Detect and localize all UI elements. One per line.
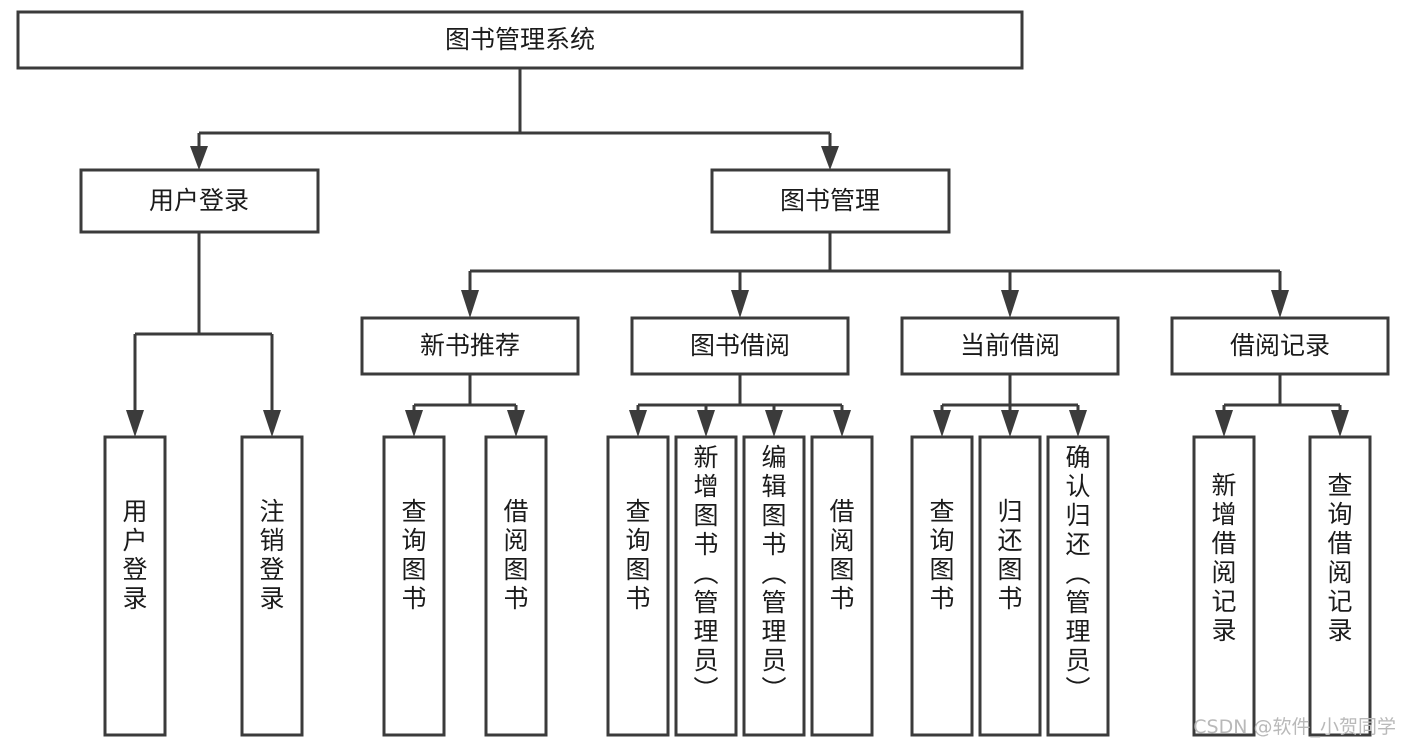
arrow-head-book-borrow [731, 290, 749, 318]
node-user-login[interactable]: 用户登录 [79, 168, 320, 234]
leaf-current-borrow-2-label: 归还图书 [997, 497, 1022, 613]
arrow-head-leaf-book-borrow-1 [629, 410, 647, 437]
node-root-box[interactable] [16, 10, 1024, 70]
leaf-book-borrow-3-label: 编辑图书︵管理员︶ [761, 443, 786, 704]
arrow-head-current-borrow [1001, 290, 1019, 318]
leaf-borrow-record-1[interactable]: 新增借阅记录 [1192, 435, 1256, 737]
node-book-borrow-box[interactable] [630, 316, 850, 376]
leaf-book-borrow-1-label: 查询图书 [625, 497, 650, 613]
arrow-head-leaf-book-borrow-3 [765, 410, 783, 437]
leaf-user-login-1-label: 用户登录 [122, 497, 147, 613]
leaf-book-borrow-3[interactable]: 编辑图书︵管理员︶ [742, 435, 806, 737]
node-new-book-recommend-box[interactable] [360, 316, 580, 376]
leaf-user-login-2-box[interactable] [240, 435, 304, 737]
leaf-book-borrow-1[interactable]: 查询图书 [606, 435, 670, 737]
node-current-borrow-box[interactable] [900, 316, 1120, 376]
arrow-head-leaf-current-borrow-1 [933, 410, 951, 437]
node-book-management-box[interactable] [710, 168, 951, 234]
leaf-user-login-1[interactable]: 用户登录 [103, 435, 167, 737]
node-book-management-label: 图书管理 [780, 186, 880, 215]
arrow-head-leaf-current-borrow-2 [1001, 410, 1019, 437]
node-current-borrow-label: 当前借阅 [960, 331, 1060, 360]
leaf-new-book-1-label: 查询图书 [401, 497, 426, 613]
leaf-user-login-2[interactable]: 注销登录 [240, 435, 304, 737]
node-new-book-recommend-label: 新书推荐 [420, 331, 520, 360]
leaf-book-borrow-4-box[interactable] [810, 435, 874, 737]
node-root[interactable]: 图书管理系统 [16, 10, 1024, 70]
arrow-head-new-book [461, 290, 479, 318]
leaf-new-book-2-box[interactable] [484, 435, 548, 737]
leaf-book-borrow-4[interactable]: 借阅图书 [810, 435, 874, 737]
leaf-current-borrow-3[interactable]: 确认归还︵管理员︶ [1046, 435, 1110, 737]
node-user-login-label: 用户登录 [149, 186, 249, 215]
node-new-book-recommend[interactable]: 新书推荐 [360, 316, 580, 376]
arrow-head-book-mgmt [821, 146, 839, 170]
arrow-head-leaf-user-login-2 [263, 410, 281, 437]
arrow-head-leaf-current-borrow-3 [1069, 410, 1087, 437]
leaf-current-borrow-2[interactable]: 归还图书 [978, 435, 1042, 737]
leaf-borrow-record-2-box[interactable] [1308, 435, 1372, 737]
arrow-head-leaf-new-book-1 [405, 410, 423, 437]
arrow-head-leaf-borrow-record-2 [1331, 410, 1349, 437]
leaf-book-borrow-2-label: 新增图书︵管理员︶ [693, 443, 718, 704]
leaf-new-book-1[interactable]: 查询图书 [382, 435, 446, 737]
leaf-current-borrow-1[interactable]: 查询图书 [910, 435, 974, 737]
leaf-book-borrow-4-label: 借阅图书 [829, 497, 854, 613]
node-book-borrow-label: 图书借阅 [690, 331, 790, 360]
leaf-book-borrow-2[interactable]: 新增图书︵管理员︶ [674, 435, 738, 737]
leaf-current-borrow-3-label: 确认归还︵管理员︶ [1065, 443, 1090, 704]
node-borrow-record-box[interactable] [1170, 316, 1390, 376]
node-borrow-record-label: 借阅记录 [1230, 331, 1330, 360]
node-book-management[interactable]: 图书管理 [710, 168, 951, 234]
leaf-borrow-record-2[interactable]: 查询借阅记录 [1308, 435, 1372, 737]
leaf-current-borrow-3-box[interactable] [1046, 435, 1110, 737]
node-user-login-box[interactable] [79, 168, 320, 234]
leaf-borrow-record-2-label: 查询借阅记录 [1327, 471, 1352, 645]
arrow-head-leaf-user-login-1 [126, 410, 144, 437]
leaf-new-book-1-box[interactable] [382, 435, 446, 737]
leaf-user-login-1-box[interactable] [103, 435, 167, 737]
leaf-borrow-record-1-label: 新增借阅记录 [1211, 471, 1236, 645]
arrow-head-borrow-record [1271, 290, 1289, 318]
node-borrow-record[interactable]: 借阅记录 [1170, 316, 1390, 376]
leaf-book-borrow-3-box[interactable] [742, 435, 806, 737]
arrow-head-user-login [190, 146, 208, 170]
leaf-current-borrow-1-label: 查询图书 [929, 497, 954, 613]
leaf-borrow-record-1-box[interactable] [1192, 435, 1256, 737]
leaf-book-borrow-2-box[interactable] [674, 435, 738, 737]
leaf-current-borrow-2-box[interactable] [978, 435, 1042, 737]
leaf-book-borrow-1-box[interactable] [606, 435, 670, 737]
arrow-head-leaf-book-borrow-2 [697, 410, 715, 437]
leaf-current-borrow-1-box[interactable] [910, 435, 974, 737]
csdn-watermark: CSDN @软件_小贺同学 [1193, 716, 1396, 738]
node-root-label: 图书管理系统 [445, 25, 595, 54]
node-current-borrow[interactable]: 当前借阅 [900, 316, 1120, 376]
arrow-head-leaf-borrow-record-1 [1215, 410, 1233, 437]
leaf-user-login-2-label: 注销登录 [259, 497, 284, 613]
leaf-new-book-2[interactable]: 借阅图书 [484, 435, 548, 737]
leaf-new-book-2-label: 借阅图书 [503, 497, 528, 613]
connector-layer [126, 68, 1349, 437]
arrow-head-leaf-book-borrow-4 [833, 410, 851, 437]
arrow-head-leaf-new-book-2 [507, 410, 525, 437]
node-book-borrow[interactable]: 图书借阅 [630, 316, 850, 376]
